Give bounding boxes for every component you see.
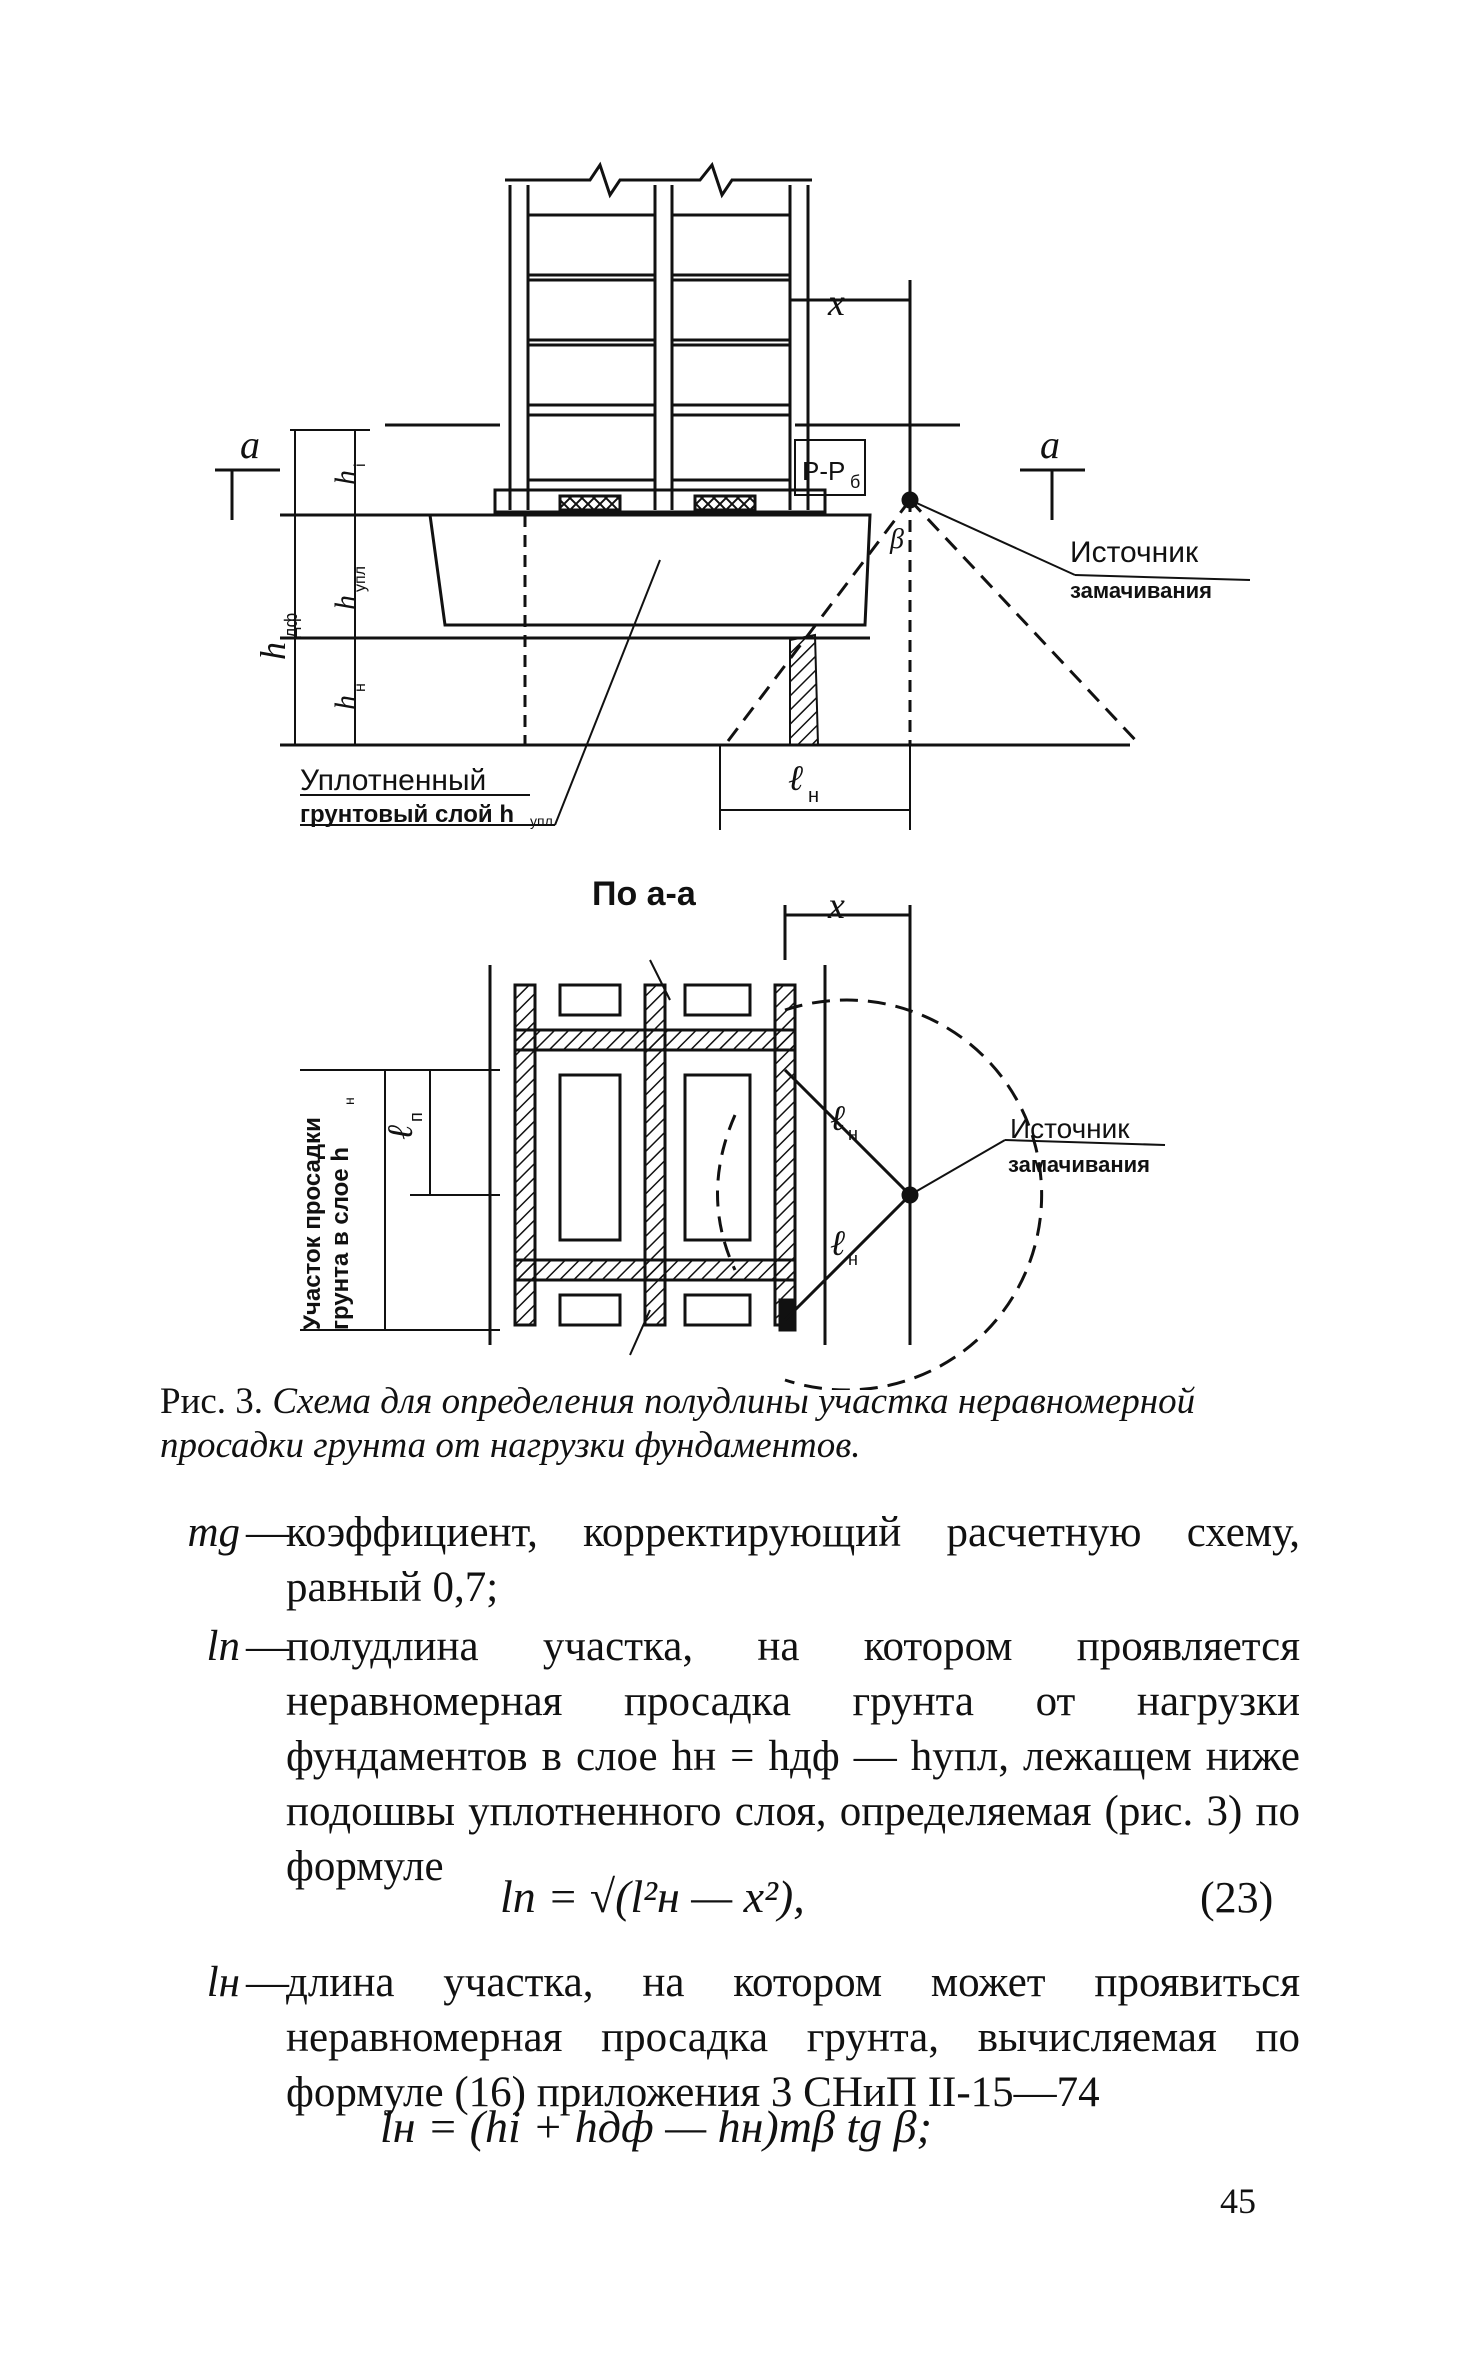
l-n-label: ℓ xyxy=(788,758,803,798)
definition-text: длина участка, на котором может проявить… xyxy=(286,1959,1300,2116)
definition-dash: — xyxy=(246,1509,289,1556)
h-df-sub: дф xyxy=(281,612,301,638)
formula-ln: lн = (hi + hдф — hн)mβ tg β; xyxy=(380,2101,932,2152)
definition-symbol: lн xyxy=(206,1959,240,2006)
figure-3: а а x P-P б β Источник замачивания ℓ н У… xyxy=(215,161,1251,1390)
dim-x-top: x xyxy=(827,282,845,324)
definition-text: полудлина участка, на котором проявляетс… xyxy=(286,1623,1300,1890)
elevation-section xyxy=(215,161,1251,830)
definition-lp: lп — полудлина участка, на котором прояв… xyxy=(160,1619,1300,1894)
plan-side-sub: н xyxy=(341,1097,357,1105)
definition-symbol: lп xyxy=(206,1623,240,1670)
h-df-label: h xyxy=(253,642,293,660)
definition-ln-block: lн — длина участка, на котором может про… xyxy=(160,1955,1300,2124)
figure-caption: Рис. 3. Схема для определения полудлины … xyxy=(160,1380,1290,1468)
definition-text: коэффициент, корректирующий расчетную сх… xyxy=(286,1509,1300,1611)
plan-side-1: Участок просадки xyxy=(299,1117,326,1330)
h-upl-label: h xyxy=(329,595,362,610)
plan-source-2: замачивания xyxy=(1008,1152,1150,1177)
definition-dash: — xyxy=(246,1959,289,2006)
source-label-1: Источник xyxy=(1070,536,1199,569)
plan-source-1: Источник xyxy=(1010,1113,1130,1144)
page-number: 45 xyxy=(1220,2181,1256,2221)
plan-l-n-upper: ℓ xyxy=(830,1098,845,1138)
formula-23: lп = √(l²н — x²), xyxy=(500,1871,805,1922)
plan-l-p-sub: п xyxy=(406,1112,426,1122)
label-a-left: а xyxy=(240,422,260,467)
plan-l-p: ℓ xyxy=(380,1125,420,1140)
label-a-right: а xyxy=(1040,422,1060,467)
plan-l-n-lower: ℓ xyxy=(830,1223,845,1263)
definition-symbol: mg xyxy=(187,1509,240,1556)
plan-l-n-upper-sub: н xyxy=(848,1124,858,1144)
compacted-sub: упл xyxy=(530,813,553,829)
definitions: mg — коэффициент, корректирующий расчетн… xyxy=(160,1505,1300,1898)
definition-mg: mg — коэффициент, корректирующий расчетн… xyxy=(160,1505,1300,1615)
plan-section xyxy=(300,905,1166,1390)
formula-23-number: (23) xyxy=(1200,1873,1274,1922)
h-n-sub: н xyxy=(352,683,369,692)
elevation-labels: а а x P-P б β Источник замачивания ℓ н У… xyxy=(240,282,1212,829)
dim-x-plan: x xyxy=(827,885,845,927)
h-i-sub: i xyxy=(352,463,369,467)
plan-l-n-lower-sub: н xyxy=(848,1249,858,1269)
source-label-2: замачивания xyxy=(1070,578,1212,603)
definition-dash: — xyxy=(246,1623,289,1670)
plan-labels: По а-а x Источник замачивания ℓ н ℓ н ℓ … xyxy=(299,875,1150,1330)
h-upl-sub: упл xyxy=(352,566,369,592)
beta-label: β xyxy=(889,524,904,555)
definition-ln: lн — длина участка, на котором может про… xyxy=(160,1955,1300,2120)
caption-text: Схема для определения полудлины участка … xyxy=(160,1381,1196,1466)
l-n-sub: н xyxy=(808,785,819,807)
caption-prefix: Рис. 3. xyxy=(160,1381,264,1422)
compacted-label-2: грунтовый слой h xyxy=(300,801,514,828)
plan-title: По а-а xyxy=(592,875,697,913)
h-i-label: h xyxy=(329,470,362,485)
plan-side-2: грунта в слое h xyxy=(327,1147,354,1330)
p-label: P-P xyxy=(802,456,845,486)
compacted-label-1: Уплотненный xyxy=(300,764,486,797)
h-n-label: h xyxy=(329,695,362,710)
p-sub: б xyxy=(850,472,860,492)
